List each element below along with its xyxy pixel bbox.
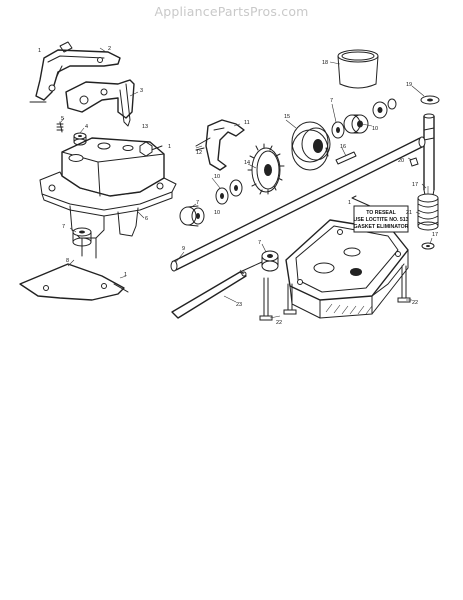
- callout-3: 3: [140, 88, 143, 94]
- callout-2: 2: [108, 46, 111, 52]
- callout-23: 23: [236, 302, 242, 308]
- reseal-note: TO RESEAL USE LOCTITE NO. 513 GASKET ELI…: [351, 195, 409, 233]
- callout-1b: 1: [124, 272, 127, 278]
- callout-16: 16: [340, 144, 346, 150]
- part-gear: [247, 143, 285, 195]
- callout-13: 13: [142, 124, 148, 130]
- part-gearbox-case: [285, 219, 409, 319]
- callout-1c: 1: [168, 144, 171, 150]
- callout-10b: 10: [372, 126, 378, 132]
- part-washer-17: [421, 242, 435, 250]
- callout-1d: 1: [348, 200, 351, 206]
- leader-lines: [60, 47, 433, 319]
- part-clutch: [291, 121, 331, 171]
- part-mid-bushings: [331, 98, 397, 139]
- part-base-plate: [19, 263, 129, 301]
- note-line-1: TO RESEAL: [366, 210, 396, 216]
- part-key: [335, 151, 357, 165]
- part-shift-lever: [171, 261, 263, 319]
- callout-15: 15: [284, 114, 290, 120]
- callout-7a: 7: [62, 224, 65, 230]
- callout-14: 14: [244, 160, 250, 166]
- part-nut: [139, 141, 153, 157]
- callout-7d: 7: [258, 240, 261, 246]
- callout-17b: 17: [432, 232, 438, 238]
- part-bearing-holder: [195, 119, 245, 171]
- callout-numbers: 1 2 3 4 5 6 7 8 1 13 1 12 11 10 14 15 7 …: [38, 46, 438, 326]
- callout-8: 8: [66, 258, 69, 264]
- callout-4: 4: [85, 124, 88, 130]
- part-pin-20: [409, 157, 419, 167]
- callout-22a: 22: [276, 320, 282, 326]
- note-line-2: USE LOCTITE NO. 513: [353, 217, 408, 223]
- part-axle: [170, 136, 426, 272]
- part-case-bushing: [261, 250, 279, 272]
- part-bracket: [29, 41, 121, 103]
- part-bolts: [259, 265, 411, 321]
- part-worm-gear: [417, 193, 439, 231]
- callout-10a: 10: [214, 174, 220, 180]
- part-axle-bushing: [179, 205, 205, 227]
- callout-12: 12: [196, 150, 202, 156]
- part-housing: [39, 137, 177, 259]
- note-line-3: GASKET ELIMINATOR: [354, 224, 409, 230]
- callout-10c: 10: [214, 210, 220, 216]
- part-sleeve: [337, 49, 379, 89]
- callout-21: 21: [406, 210, 412, 216]
- part-plate: [65, 79, 135, 127]
- callout-9: 9: [182, 246, 185, 252]
- part-axle-washers: [215, 179, 243, 205]
- callout-5: 5: [61, 116, 64, 122]
- callout-19: 19: [406, 82, 412, 88]
- callout-18: 18: [322, 60, 328, 66]
- watermark-text: AppliancePartsPros.com: [154, 4, 309, 19]
- callout-7b: 7: [330, 98, 333, 104]
- part-washer-top-right: [420, 95, 440, 105]
- part-pin: [56, 121, 64, 133]
- callout-22b: 22: [412, 300, 418, 306]
- callout-7c: 7: [196, 200, 199, 206]
- callout-6: 6: [145, 216, 148, 222]
- callout-1a: 1: [38, 48, 41, 54]
- part-worm-shaft: [423, 113, 435, 201]
- callout-17a: 17: [412, 182, 418, 188]
- callout-20: 20: [398, 158, 404, 164]
- callout-11: 11: [244, 120, 250, 126]
- part-bushing-left: [72, 227, 92, 247]
